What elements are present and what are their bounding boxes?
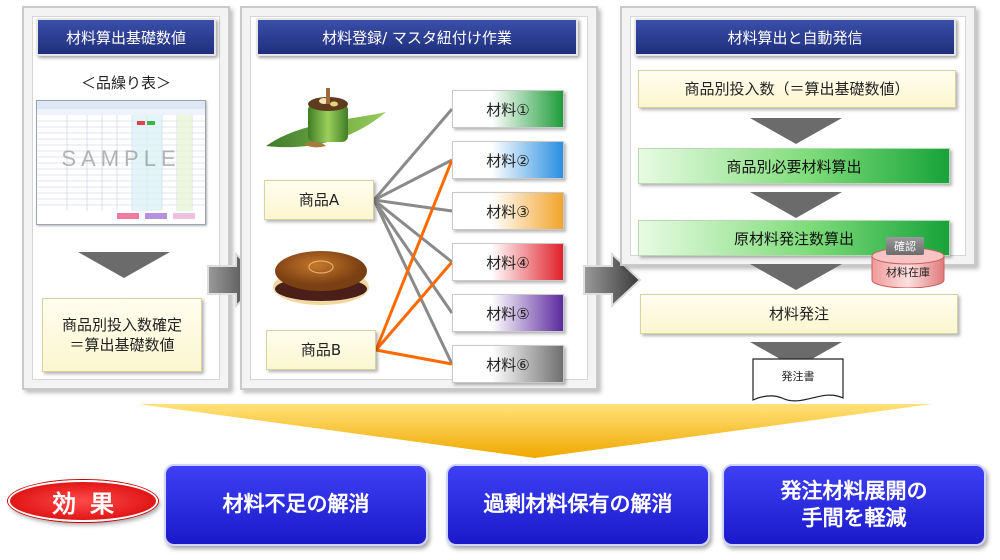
right-arrow-icon [583,252,642,308]
step-input-count: 商品別投入数（＝算出基礎数値） [638,70,956,108]
basis-result-line-1: 商品別投入数確定 [61,315,182,334]
down-arrow-icon [750,192,842,218]
sheet-caption: ＜品繰り表＞ [80,74,171,92]
link-line-product-a-material-4 [373,198,453,264]
stock-label: 材料在庫 [886,266,930,279]
sample-watermark: SAMPLE [61,146,181,171]
basis-result-box: 商品別投入数確定 ＝算出基礎数値 [42,298,202,372]
step-required-materials: 商品別必要材料算出 [638,148,950,184]
link-line-product-b-material-4 [374,261,454,351]
effect-label: 効果 [8,480,158,522]
effect-excess-resolved: 過剰材料保有の解消 [446,464,710,546]
product-a-box: 商品A [264,180,374,220]
step-material-order: 材料発注 [640,294,958,334]
spreadsheet-grid [37,101,205,219]
material-box-1: 材料① [452,90,564,128]
material-box-5: 材料⑤ [452,294,564,332]
link-line-product-a-material-3 [373,198,453,213]
confirm-badge: 確認 [886,237,924,255]
product-a-image [266,88,386,148]
link-line-product-b-material-2 [374,159,454,351]
down-arrow-icon [750,118,842,144]
panel-basis-values-title: 材料算出基礎数値 [36,18,216,56]
material-box-4: 材料④ [452,243,564,281]
panel-master-linking-title: 材料登録/ マスタ紐付け作業 [256,18,578,56]
link-line-product-a-material-2 [373,158,453,202]
link-line-product-a-material-6 [372,199,454,365]
down-arrow-icon [78,252,170,278]
link-line-product-b-material-6 [375,348,453,366]
product-b-image [273,251,369,305]
order-document-icon [752,358,844,402]
material-box-6: 材料⑥ [452,345,564,383]
product-b-box: 商品B [266,330,376,370]
basis-result-line-2: ＝算出基礎数値 [69,336,175,354]
effect-shortage-resolved: 材料不足の解消 [164,464,428,546]
panel-master-linking [240,6,598,390]
material-box-3: 材料③ [452,192,564,230]
material-box-2: 材料② [452,141,564,179]
down-arrow-icon [750,264,842,290]
order-document-label: 発注書 [781,370,815,383]
sample-sheet-image: SAMPLE [36,100,206,225]
link-line-product-a-material-1 [372,108,454,201]
effect-workload-reduced: 発注材料展開の 手間を軽減 [722,464,986,546]
panel-auto-order-title: 材料算出と自動発信 [634,18,956,56]
